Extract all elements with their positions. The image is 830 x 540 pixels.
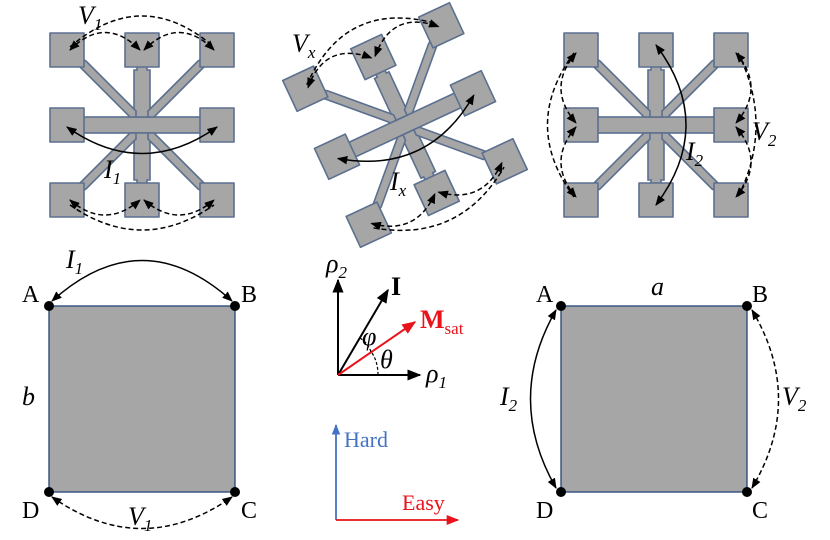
left-device-voltage-label: V1 bbox=[78, 1, 102, 34]
rho1-label: ρ1 bbox=[425, 359, 447, 392]
right-corner-dot-c bbox=[742, 487, 752, 497]
device-right bbox=[546, 32, 757, 218]
right-square-voltage-label: V2 bbox=[782, 382, 807, 415]
phi-label: φ bbox=[362, 322, 376, 351]
left-square-voltage-label: V1 bbox=[128, 502, 152, 535]
left-corner-dot-a bbox=[44, 301, 54, 311]
theta-label: θ bbox=[380, 345, 393, 374]
right-square bbox=[529, 301, 780, 497]
right-side-label: a bbox=[651, 272, 664, 301]
right-square-current-label: I2 bbox=[499, 382, 518, 415]
right-corner-dot-b bbox=[742, 301, 752, 311]
right-device-voltage-label: V2 bbox=[752, 117, 777, 150]
device-middle bbox=[281, 1, 529, 249]
magnetization-vector bbox=[337, 321, 417, 376]
hard-axis-label: Hard bbox=[344, 427, 388, 452]
right-device-current-label: I2 bbox=[685, 137, 704, 170]
left-corner-b: B bbox=[241, 282, 257, 308]
left-square bbox=[44, 259, 240, 530]
phi-arc bbox=[359, 337, 372, 353]
left-corner-a: A bbox=[22, 282, 40, 308]
right-corner-b: B bbox=[752, 282, 768, 308]
axes-legend bbox=[331, 423, 460, 526]
theta-arc bbox=[371, 352, 379, 376]
current-vector-label: I bbox=[391, 272, 401, 301]
middle-device-current-label: Ix bbox=[389, 167, 407, 200]
easy-axis-label: Easy bbox=[402, 490, 445, 515]
left-square-current-label: I1 bbox=[65, 245, 83, 278]
left-corner-d: D bbox=[22, 498, 39, 524]
middle-device-voltage-label: Vx bbox=[292, 29, 316, 62]
device-left bbox=[49, 15, 235, 231]
left-side-label: b bbox=[22, 382, 35, 411]
left-corner-dot-d bbox=[44, 487, 54, 497]
current-vector bbox=[337, 288, 389, 376]
left-corner-dot-b bbox=[230, 301, 240, 311]
vector-diagram bbox=[332, 278, 422, 381]
right-corner-d: D bbox=[536, 498, 553, 524]
right-corner-c: C bbox=[752, 498, 768, 524]
magnetization-label: Msat bbox=[420, 305, 464, 338]
right-corner-dot-a bbox=[556, 301, 566, 311]
left-corner-dot-c bbox=[230, 487, 240, 497]
right-corner-a: A bbox=[536, 282, 554, 308]
rho2-label: ρ2 bbox=[325, 249, 347, 282]
left-corner-c: C bbox=[241, 498, 257, 524]
right-corner-dot-d bbox=[556, 487, 566, 497]
left-device-current-label: I1 bbox=[103, 155, 121, 188]
